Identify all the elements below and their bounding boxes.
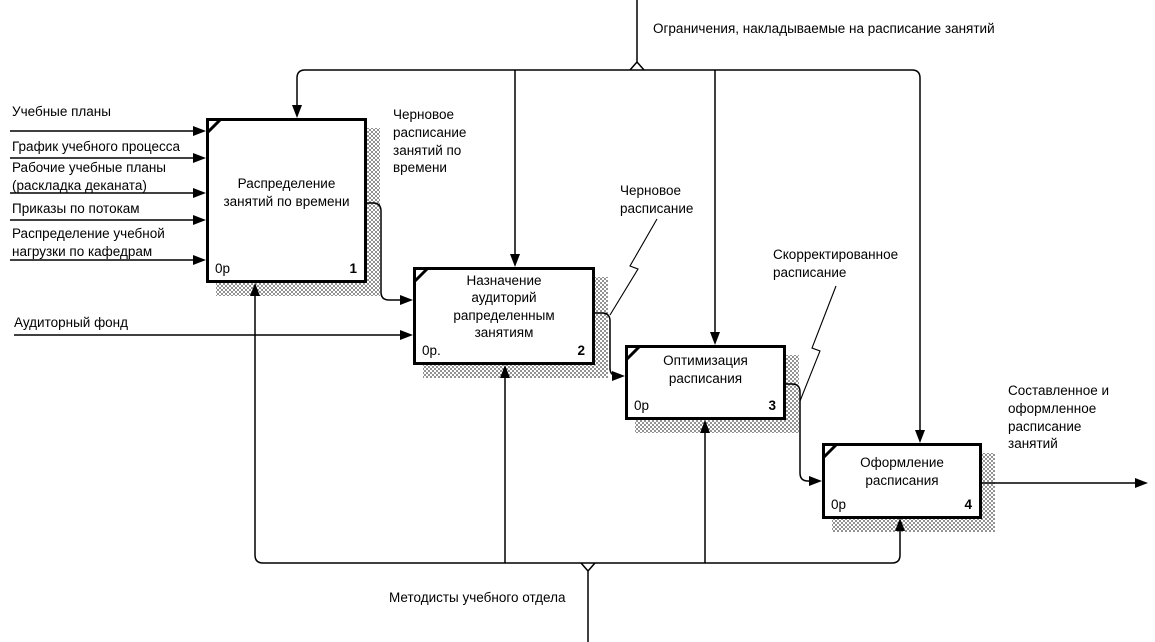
leader-draft-schedule — [609, 218, 658, 316]
flow-label-final: Составленное и оформленное расписание за… — [1008, 383, 1110, 452]
activity-box-3-title: Оптимизация расписания — [663, 353, 748, 386]
input-label-2: График учебного процесса — [12, 139, 181, 154]
activity-box-3: Оптимизация расписания 0р 3 — [625, 345, 786, 420]
control-branch-box1 — [292, 69, 306, 118]
activity-box-2-cost: 0р. — [422, 343, 441, 359]
activity-box-2-title: Назначение аудиторий рапределенным занят… — [453, 273, 555, 340]
activity-box-3-number: 3 — [768, 398, 776, 414]
flow-label-corrected: Скорректированное расписание — [773, 247, 899, 280]
activity-box-3-cost: 0р — [634, 398, 650, 414]
input-label-1: Учебные планы — [12, 104, 111, 119]
leader-corrected-schedule — [799, 285, 837, 402]
activity-box-1-cost: 0р — [215, 261, 231, 277]
activity-box-1-title: Распределение занятий по времени — [223, 175, 350, 209]
activity-box-2: Назначение аудиторий рапределенным занят… — [413, 267, 595, 365]
input-label-4: Приказы по потокам — [12, 201, 140, 216]
flow-label-draft-time: Черновое расписание занятий по времени — [393, 107, 467, 176]
flow-label-draft: Черновое расписание — [620, 183, 694, 216]
input-label-3: Рабочие учебные планы (раскладка деканат… — [12, 160, 166, 193]
input-label-auditorium: Аудиторный фонд — [14, 315, 129, 330]
control-label: Ограничения, накладываемые на расписание… — [653, 21, 995, 36]
activity-box-4-title: Оформление расписания — [860, 455, 944, 488]
activity-box-4-number: 4 — [964, 497, 972, 513]
control-branch-box4 — [911, 69, 925, 443]
mechanism-branch-box1 — [250, 283, 264, 564]
activity-box-4: Оформление расписания 0р 4 — [822, 443, 982, 519]
flow-output-arrow — [982, 478, 1148, 488]
activity-box-1-number: 1 — [349, 261, 357, 277]
control-branch-box3 — [710, 70, 720, 345]
activity-box-4-cost: 0р — [831, 497, 847, 513]
activity-box-1: Распределение занятий по времени 0р 1 — [206, 118, 367, 283]
input-arrow-1 — [10, 126, 206, 136]
mechanism-branch-box2 — [500, 365, 510, 563]
control-branch-box2 — [510, 70, 520, 267]
mechanism-trunk-arrow — [263, 562, 892, 642]
activity-box-2-number: 2 — [577, 343, 585, 359]
input-label-5: Распределение учебной нагрузки по кафедр… — [12, 226, 165, 259]
mechanism-label: Методисты учебного отдела — [389, 590, 566, 605]
mechanism-branch-box3 — [700, 420, 710, 563]
